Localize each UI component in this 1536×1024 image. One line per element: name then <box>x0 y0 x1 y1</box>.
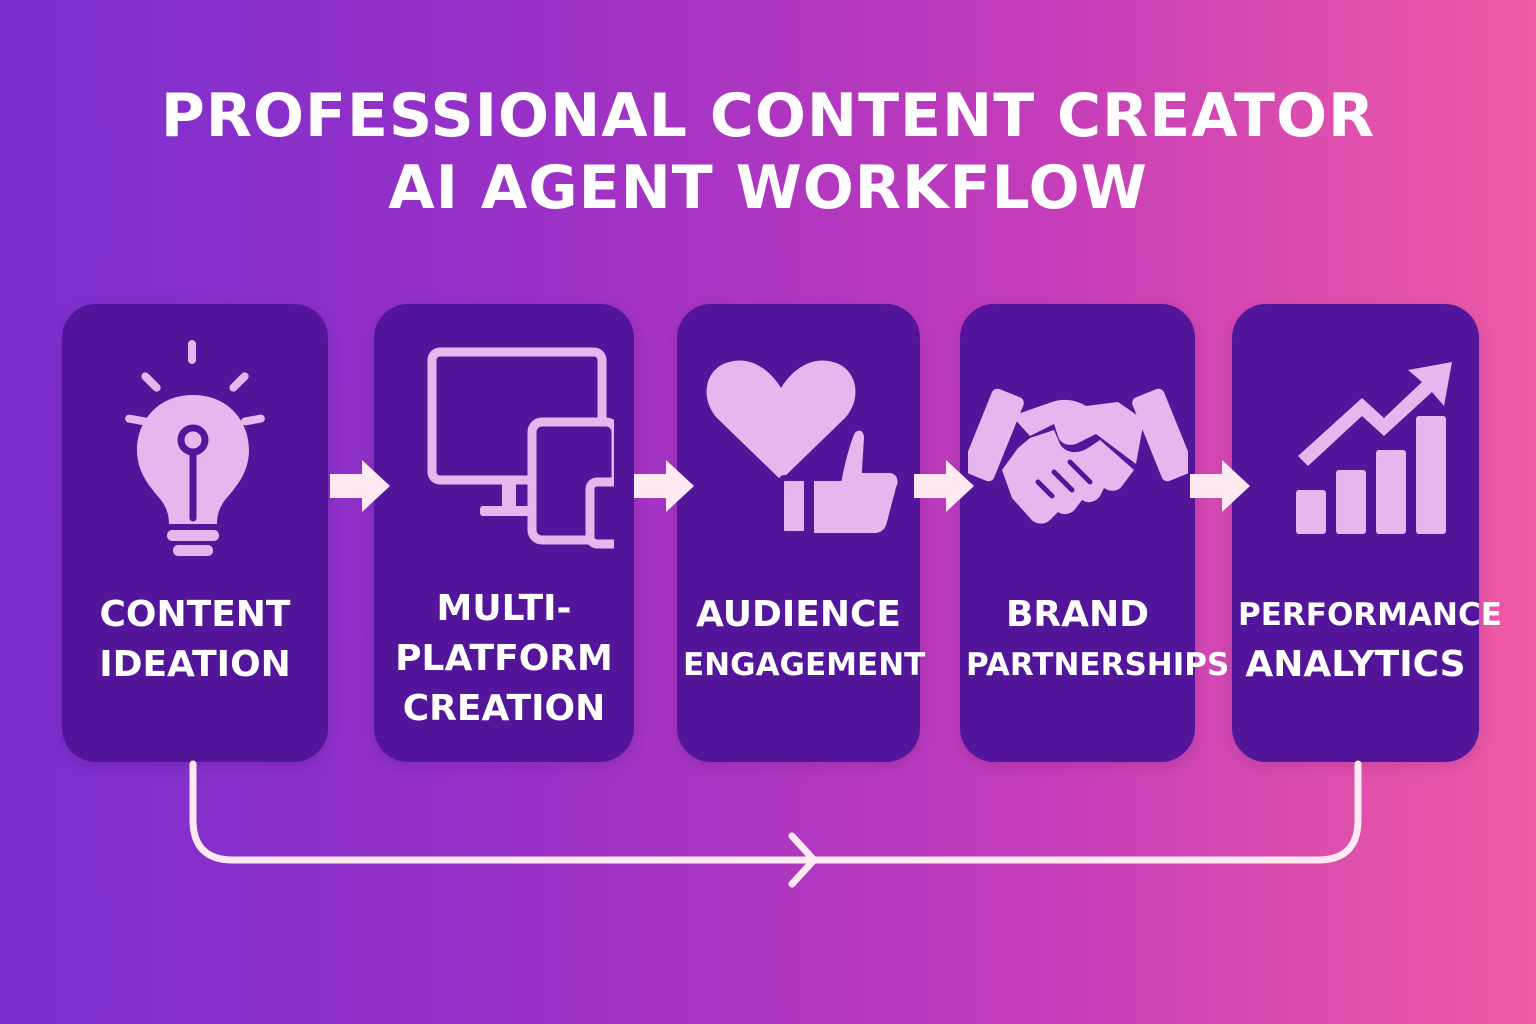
step-card-brand-partnerships: BRAND PARTNERSHIPS <box>960 304 1230 762</box>
title-line-1: PROFESSIONAL CONTENT CREATOR <box>160 81 1376 151</box>
step-arrow-1 <box>330 460 390 512</box>
step-label: BRAND PARTNERSHIPS <box>966 594 1230 683</box>
devices-icon <box>374 340 634 560</box>
step-arrow-2 <box>634 460 694 512</box>
step-card-multi-platform-creation: MULTI- PLATFORM CREATION <box>374 304 634 762</box>
diagram-title: PROFESSIONAL CONTENT CREATOR AI AGENT WO… <box>0 80 1536 224</box>
step-arrow-3 <box>914 460 974 512</box>
handshake-icon <box>960 340 1195 560</box>
step-label: MULTI- PLATFORM CREATION <box>395 588 613 729</box>
heart-like-icon <box>677 340 920 560</box>
step-card-performance-analytics: PERFORMANCE ANALYTICS <box>1232 304 1502 762</box>
step-arrow-4 <box>1190 460 1250 512</box>
step-label: PERFORMANCE ANALYTICS <box>1238 597 1502 685</box>
growth-chart-icon <box>1232 340 1479 560</box>
step-label: CONTENT IDEATION <box>99 594 291 685</box>
step-label: AUDIENCE ENGAGEMENT <box>683 594 926 683</box>
title-line-2: AI AGENT WORKFLOW <box>388 153 1148 223</box>
step-card-audience-engagement: AUDIENCE ENGAGEMENT <box>677 304 926 762</box>
step-card-content-ideation: CONTENT IDEATION <box>62 304 328 762</box>
lightbulb-icon <box>62 340 328 560</box>
